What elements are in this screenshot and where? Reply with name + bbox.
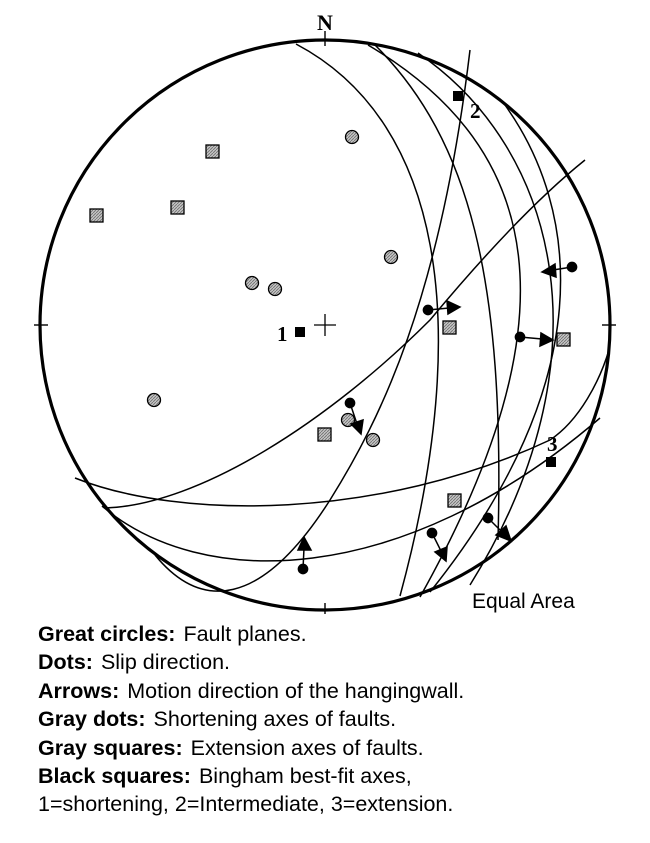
slip-vector (540, 261, 578, 279)
gray-dots (146, 129, 399, 448)
legend-gray-squares: Gray squares: Extension axes of faults. (38, 734, 638, 762)
legend-desc: Slip direction. (100, 650, 231, 675)
slip-vector (514, 331, 555, 348)
arrowhead (539, 331, 555, 348)
arrowhead (540, 262, 557, 279)
shortening-axis-dot (267, 281, 283, 297)
extension-axis-square (205, 144, 220, 159)
arrowhead (296, 535, 313, 551)
projection-label: Equal Area (472, 590, 575, 613)
extension-axis-square (556, 332, 571, 347)
extension-axis-square (317, 427, 332, 442)
bingham-axis-2-square (453, 91, 463, 101)
shortening-axis-dot (146, 392, 162, 408)
shortening-axis-dot (244, 275, 260, 291)
legend-term: Arrows: (38, 678, 120, 703)
arrowhead (349, 418, 364, 436)
stereonet-diagram: N (34, 10, 616, 614)
great-circle (101, 417, 601, 562)
arrowhead (446, 299, 462, 316)
legend-term: Dots: (38, 650, 93, 675)
bingham-axis-3-square (546, 457, 556, 467)
great-circle (367, 44, 522, 598)
gray-squares (89, 144, 571, 508)
extension-axis-square (447, 493, 462, 508)
shortening-axis-dot (365, 432, 381, 448)
slip-arrows (296, 261, 578, 575)
hangingwall-arrow (427, 307, 450, 311)
arrowhead (494, 524, 513, 543)
legend-desc: 1=shortening, 2=Intermediate, 3=extensio… (38, 792, 454, 817)
legend-desc: Bingham best-fit axes, (198, 764, 412, 789)
north-label: N (317, 10, 333, 35)
legend-term: Gray squares: (38, 735, 183, 760)
arrowhead (433, 545, 448, 563)
great-circle (154, 49, 471, 592)
legend-desc: Shortening axes of faults. (153, 707, 397, 732)
legend-dots: Dots: Slip direction. (38, 648, 638, 676)
legend-black-squares: Black squares: Bingham best-fit axes, (38, 762, 638, 790)
slip-vector (426, 527, 448, 563)
legend: Great circles: Fault planes. Dots: Slip di… (38, 620, 638, 819)
slip-vector (422, 299, 462, 316)
legend-great-circles: Great circles: Fault planes. (38, 620, 638, 648)
great-circle (429, 104, 562, 593)
shortening-axis-dot (383, 249, 399, 265)
legend-desc: Motion direction of the hangingwall. (127, 678, 465, 703)
slip-vector (482, 512, 513, 543)
legend-black-squares-detail: 1=shortening, 2=Intermediate, 3=extensio… (38, 790, 638, 818)
great-circles (74, 43, 610, 598)
slip-vector (344, 397, 364, 436)
legend-term: Gray dots: (38, 707, 146, 732)
legend-desc: Fault planes. (183, 622, 307, 646)
bingham-axis-2-label: 2 (470, 99, 481, 123)
hangingwall-arrow (302, 547, 305, 570)
great-circle (74, 349, 610, 507)
hangingwall-arrow (349, 402, 358, 425)
great-circle (295, 43, 440, 597)
slip-vector (296, 535, 313, 575)
legend-gray-dots: Gray dots: Shortening axes of faults. (38, 705, 638, 733)
legend-term: Great circles: (38, 622, 176, 646)
shortening-axis-dot (344, 129, 360, 145)
bingham-axis-3-label: 3 (547, 432, 558, 456)
hangingwall-arrow (431, 532, 442, 552)
legend-desc: Extension axes of faults. (190, 735, 424, 760)
hangingwall-arrow (519, 336, 543, 340)
legend-arrows: Arrows: Motion direction of the hangingwa… (38, 677, 638, 705)
great-circle (374, 44, 500, 541)
legend-term: Black squares: (38, 764, 191, 789)
bingham-axis-1-square (295, 327, 305, 337)
extension-axis-square (442, 320, 457, 335)
extension-axis-square (170, 200, 185, 215)
bingham-axes: 1 2 3 (277, 91, 558, 467)
bingham-axis-1-label: 1 (277, 322, 288, 346)
extension-axis-square (89, 208, 104, 223)
